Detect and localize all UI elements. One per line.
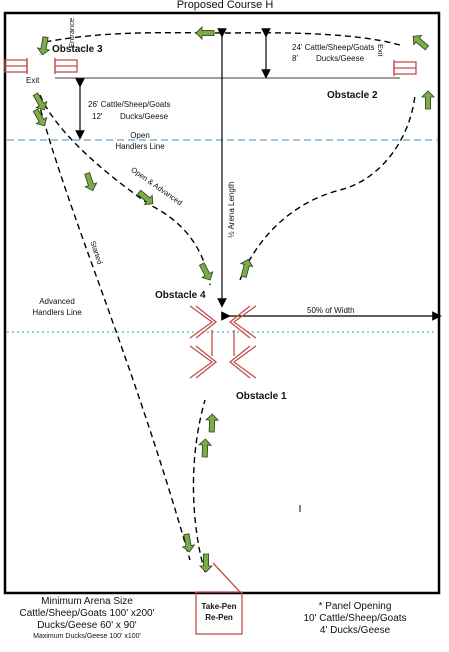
obstacle-4-label: Obstacle 4 bbox=[155, 290, 206, 301]
direction-arrow-icon bbox=[198, 438, 213, 458]
top-right-distance-1: 24' Cattle/Sheep/Goats bbox=[292, 43, 375, 52]
direction-arrow-icon bbox=[199, 553, 213, 573]
half-length-label: ½ Arena Length bbox=[227, 181, 236, 239]
pen bbox=[195, 562, 243, 635]
direction-arrow-icon bbox=[32, 92, 48, 111]
direction-arrow-icon bbox=[412, 34, 430, 51]
arena-border bbox=[3, 11, 441, 595]
direction-arrow-icon bbox=[421, 90, 435, 110]
exit-right-label: Exit bbox=[376, 44, 385, 57]
course-path-4-to-2 bbox=[239, 94, 416, 281]
footer-left-line-1: Minimum Arena Size bbox=[41, 596, 133, 607]
obstacle-cross-panels bbox=[189, 305, 257, 379]
footer-right-line-1: * Panel Opening bbox=[318, 601, 392, 612]
obstacle-2-panels bbox=[393, 60, 417, 76]
footer-left-line-2: Cattle/Sheep/Goats 100' x200' bbox=[19, 608, 155, 619]
advanced-line-label-1: Advanced bbox=[39, 297, 75, 306]
footer-left-line-4: Maximum Ducks/Geese 100' x100' bbox=[33, 633, 141, 640]
footer-right-line-2: 10' Cattle/Sheep/Goats bbox=[303, 613, 407, 624]
exit-left-label: Exit bbox=[26, 76, 40, 85]
entrance-label: Entrance bbox=[67, 17, 76, 48]
open-line-label-1: Open bbox=[130, 131, 150, 140]
left-distance-3: Ducks/Geese bbox=[120, 112, 169, 121]
pen-label-1: Take-Pen bbox=[201, 602, 237, 611]
direction-arrow-icon bbox=[198, 262, 214, 281]
direction-arrow-icon bbox=[136, 189, 154, 206]
pen-label-2: Re-Pen bbox=[205, 613, 233, 622]
course-path-started bbox=[37, 99, 191, 561]
direction-arrow-icon bbox=[32, 108, 48, 127]
course-path-2-to-3 bbox=[39, 31, 401, 56]
left-distance-1: 26' Cattle/Sheep/Goats bbox=[88, 100, 171, 109]
half-width-label: 50% of Width bbox=[307, 306, 355, 315]
open-line-label-2: Handlers Line bbox=[115, 142, 165, 151]
obstacle-3-label: Obstacle 3 bbox=[52, 44, 103, 55]
direction-arrow-icon bbox=[36, 36, 51, 56]
direction-arrow-icon bbox=[84, 172, 98, 192]
direction-arrow-icon bbox=[239, 258, 254, 278]
obstacle-1-label: Obstacle 1 bbox=[236, 391, 287, 402]
advanced-line-label-2: Handlers Line bbox=[32, 308, 82, 317]
direction-arrow-icon bbox=[195, 26, 215, 40]
page-title: Proposed Course H bbox=[176, 0, 274, 11]
course-path-1-to-pen bbox=[192, 399, 206, 573]
top-right-distance-2: 8' bbox=[292, 54, 298, 63]
direction-arrow-icon bbox=[181, 533, 196, 553]
top-right-distance-3: Ducks/Geese bbox=[316, 54, 365, 63]
course-path-open-advanced bbox=[39, 94, 211, 286]
footer-left-line-3: Ducks/Geese 60' x 90' bbox=[37, 620, 137, 631]
obstacle-3-panels bbox=[4, 58, 78, 74]
direction-arrows bbox=[32, 26, 435, 573]
footer-right-line-3: 4' Ducks/Geese bbox=[319, 625, 391, 636]
direction-arrow-icon bbox=[205, 413, 220, 433]
obstacle-2-label: Obstacle 2 bbox=[327, 90, 378, 101]
left-distance-2: 12' bbox=[92, 112, 103, 121]
